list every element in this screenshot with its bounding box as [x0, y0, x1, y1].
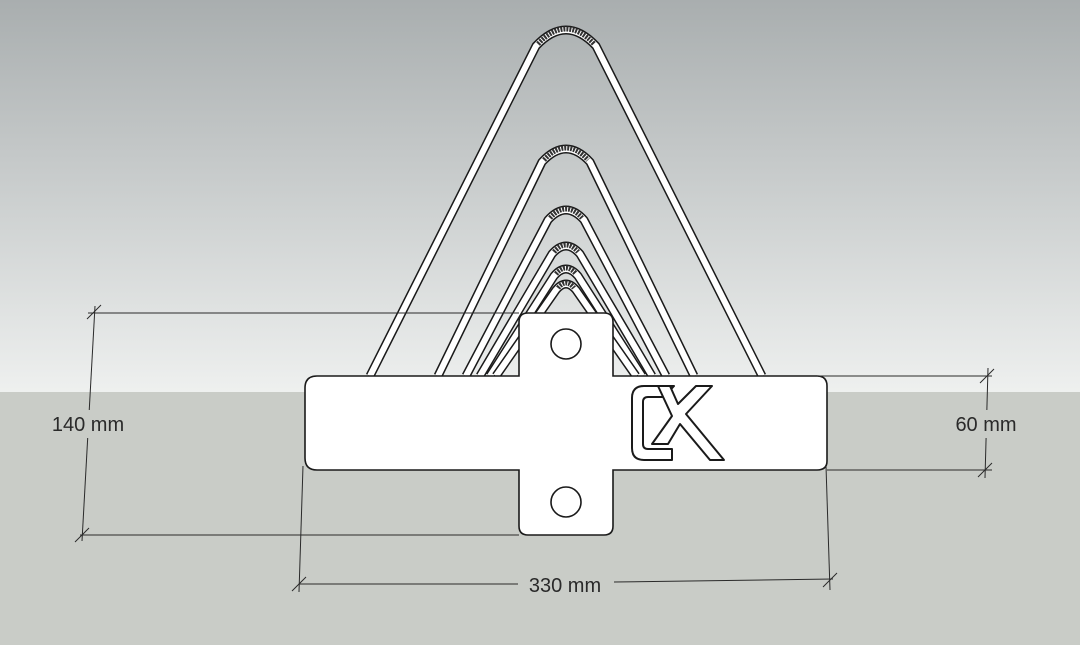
- dim-140-tick-top: [86, 304, 102, 320]
- base-plate-shape: [304, 312, 828, 536]
- logo-letter-c: [631, 385, 675, 461]
- dim-140-tick-bottom: [74, 527, 90, 543]
- dim-140-label-bg: [40, 410, 136, 438]
- dim-330-ext-left: [298, 465, 304, 593]
- wire-loops: [365, 25, 767, 379]
- dimension-annotations: [74, 304, 995, 593]
- dim-330-line-right: [613, 578, 834, 583]
- wire-loop-bend: [542, 145, 590, 162]
- dim-60-label-bg: [944, 410, 1030, 438]
- mounting-hole-top: [550, 328, 582, 360]
- dim-60-tick-top: [979, 368, 995, 384]
- mounting-hole-bottom: [550, 486, 582, 518]
- wire-loop-tube: [367, 27, 765, 378]
- dim-60-label: 60 mm: [955, 414, 1016, 436]
- cx-logo-icon: CX: [631, 385, 725, 461]
- wire-loop-bend: [548, 206, 584, 220]
- wire-loop-bend: [552, 242, 580, 254]
- wire-loop-bend: [556, 280, 576, 290]
- dim-140-label: 140 mm: [52, 414, 124, 436]
- wire-loop-tube: [487, 266, 645, 378]
- base-plate: [304, 312, 828, 536]
- dim-330-ext-right: [825, 465, 831, 591]
- dim-330-label: 330 mm: [529, 575, 601, 597]
- dim-330-tick-left: [291, 576, 307, 592]
- wire-loop-bend: [554, 265, 578, 276]
- dim-330-tick-right: [822, 572, 838, 588]
- wire-loop-bend: [536, 26, 596, 46]
- dim-60-tick-bottom: [977, 462, 993, 478]
- logo-letter-x: [651, 385, 725, 461]
- wire-loop-tube: [477, 243, 655, 378]
